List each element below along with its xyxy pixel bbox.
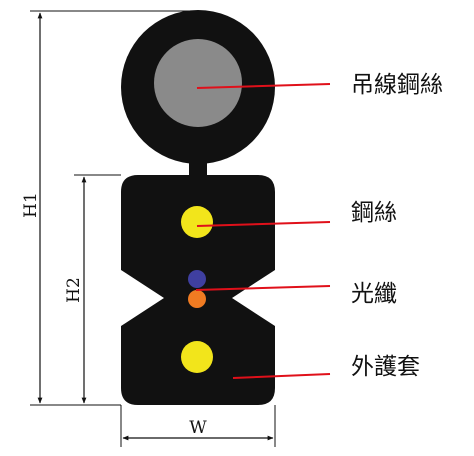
leader-line-optical-fiber bbox=[195, 285, 331, 291]
dimension-lines bbox=[30, 10, 276, 447]
dimension-label-w: W bbox=[189, 418, 207, 438]
label-outer-sheath: 外護套 bbox=[351, 354, 420, 380]
messenger-steel-core bbox=[154, 39, 242, 127]
optical-fiber-orange bbox=[188, 290, 206, 308]
leader-line-outer-sheath bbox=[232, 373, 331, 379]
label-messenger-wire: 吊線鋼絲 bbox=[351, 72, 443, 98]
steel-wire-top bbox=[181, 206, 213, 238]
cable-shape bbox=[121, 10, 275, 405]
leader-lines bbox=[195, 83, 331, 379]
dimension-labels: H1 H2 W bbox=[21, 192, 207, 438]
callout-labels: 吊線鋼絲 鋼絲 光纖 外護套 bbox=[351, 72, 443, 380]
dimension-label-h2: H2 bbox=[64, 277, 84, 303]
leader-line-messenger-wire bbox=[196, 83, 331, 89]
label-steel-wire: 鋼絲 bbox=[351, 200, 397, 226]
label-optical-fiber: 光纖 bbox=[351, 281, 397, 307]
optical-fiber-blue bbox=[188, 270, 206, 288]
leader-line-steel-wire bbox=[196, 221, 331, 227]
dimension-label-h1: H1 bbox=[21, 192, 41, 218]
steel-wire-bottom bbox=[181, 341, 213, 373]
